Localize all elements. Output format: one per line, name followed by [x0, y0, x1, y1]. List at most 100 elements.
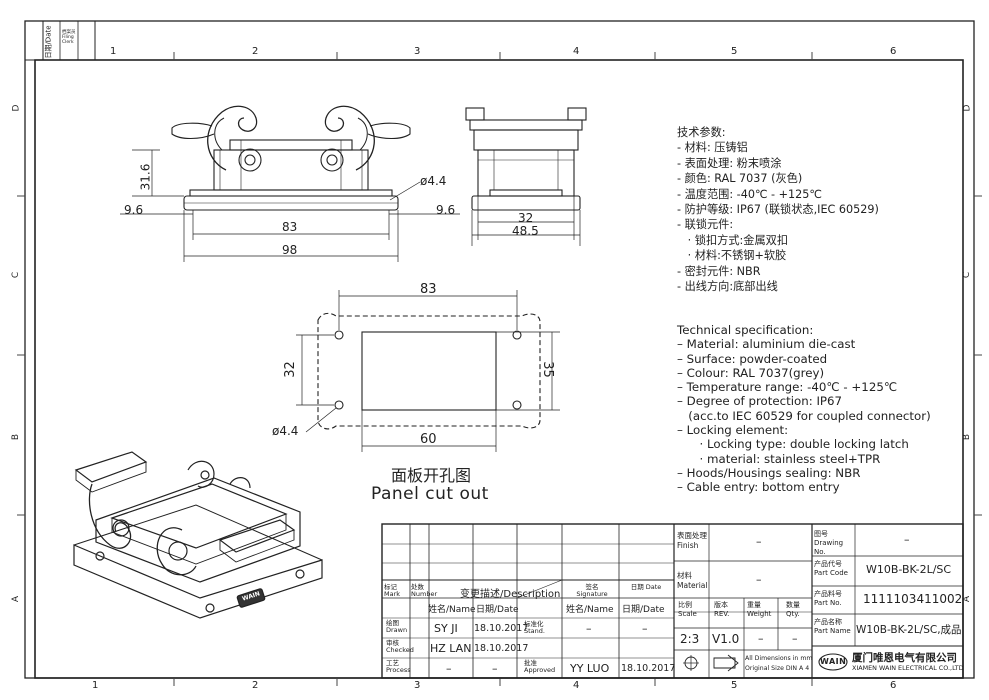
front-view — [120, 105, 460, 262]
material-value: – — [756, 573, 762, 586]
dim-48-5: 48.5 — [512, 224, 539, 238]
dim-32-side: 32 — [518, 211, 534, 225]
part-no-label: 产品料号 Part No. — [814, 590, 842, 607]
row-label-right-c: C — [962, 271, 973, 279]
spec-en-line: – Cable entry: bottom entry — [677, 480, 840, 495]
title-block-grid — [381, 523, 964, 679]
rev-date-header: 日期 Date — [630, 583, 662, 591]
col-label-5: 5 — [731, 46, 738, 57]
company-name-en: XIAMEN WAIN ELECTRICAL CO.,LTD — [852, 664, 964, 672]
iso-view — [73, 451, 323, 619]
filing-box — [42, 20, 96, 61]
spec-en-line: (acc.to IEC 60529 for coupled connector) — [677, 408, 931, 423]
col-label-4: 4 — [573, 46, 580, 57]
rev-name-header-2: 姓名/Name — [566, 605, 614, 615]
rev-date-col-header: 日期/Date — [476, 605, 519, 615]
spec-zh-line: - 密封元件: NBR — [677, 264, 761, 278]
side-view — [465, 107, 587, 246]
spec-en-line: – Temperature range: -40℃ - +125℃ — [677, 380, 898, 395]
rev-approved-label: 批准 Approved — [524, 659, 556, 674]
spec-zh-line: · 材料:不锈钢+软胶 — [677, 249, 787, 263]
dim-9-6-right: 9.6 — [436, 203, 456, 217]
col-label-bottom-2: 2 — [252, 680, 259, 691]
rev-label: 版本 REV. — [714, 601, 730, 618]
rev-drawn-label: 绘图 Drawn — [386, 619, 408, 634]
dim-d4-4-top: ø4.4 — [420, 174, 447, 188]
spec-en-line: · material: stainless steel+TPR — [677, 451, 881, 466]
rev-drawn-name: SY JI — [434, 622, 458, 635]
part-no-value: 1111103411002 — [863, 592, 963, 606]
col-label-bottom-1: 1 — [92, 680, 99, 691]
filing-date-label: 日期/Date — [44, 25, 53, 59]
spec-en-line: – Degree of protection: IP67 — [677, 394, 843, 409]
spec-en-line: – Material: aluminium die-cast — [677, 337, 856, 352]
row-label-c: C — [11, 271, 22, 279]
spec-en-line: – Hoods/Housings sealing: NBR — [677, 465, 861, 480]
spec-zh-line: - 温度范围: -40℃ - +125℃ — [677, 187, 822, 201]
spec-en-line: – Locking element: — [677, 423, 789, 438]
rev-approved-name: YY LUO — [570, 662, 610, 675]
row-label-right-a: A — [962, 595, 973, 603]
spec-zh-line: - 防护等级: IP67 (联锁状态,IEC 60529) — [677, 203, 879, 217]
dim-83-panel: 83 — [420, 282, 437, 297]
col-label-1: 1 — [110, 46, 117, 57]
part-code-value: W10B-BK-2L/SC — [866, 563, 952, 576]
rev-checked-date: 18.10.2017 — [474, 643, 529, 654]
rev-sign-header: 签名 Signature — [576, 583, 608, 598]
rev-process-label: 工艺 Process — [386, 659, 411, 674]
rev-stand-label: 标准化 Stand. — [524, 620, 545, 635]
qty-label: 数量 Qty. — [786, 601, 800, 618]
filing-clerk-label: 档案员 Filing Clerk — [62, 30, 76, 45]
finish-label: 表面处理 Finish — [677, 531, 707, 550]
company-logo: WAIN — [820, 657, 847, 666]
dim-98: 98 — [282, 243, 298, 257]
dim-60-panel: 60 — [420, 432, 437, 447]
rev-date-col-header-2: 日期/Date — [622, 605, 665, 615]
row-label-right-b: B — [962, 433, 973, 441]
spec-zh-line: - 联锁元件: — [677, 218, 734, 232]
panel-cutout — [296, 290, 560, 452]
rev-checked-label: 审核 Checked — [386, 639, 414, 654]
rev-checked-name: HZ LAN — [430, 642, 472, 655]
rev-value: V1.0 — [712, 632, 740, 646]
spec-zh-line: - 材料: 压铸铝 — [677, 141, 748, 155]
spec-zh-line: - 表面处理: 粉末喷涂 — [677, 156, 782, 170]
spec-en-line: · Locking type: double locking latch — [677, 437, 909, 452]
drawing-no-label: 图号 Drawing No. — [814, 530, 844, 556]
part-name-value: W10B-BK-2L/SC,成品 — [856, 624, 962, 636]
spec-zh-block: 技术参数: - 材料: 压铸铝 - 表面处理: 粉末喷涂 - 颜色: RAL 7… — [677, 125, 879, 294]
dim-note-1: All Dimensions in mm — [745, 655, 813, 662]
part-name-label: 产品名称 Part Name — [814, 618, 851, 635]
col-label-bottom-4: 4 — [573, 680, 580, 691]
rev-process-name: – — [446, 662, 452, 675]
col-label-bottom-6: 6 — [890, 680, 897, 691]
qty-value: – — [792, 632, 798, 645]
dim-83-top: 83 — [282, 220, 298, 234]
spec-zh-line: - 颜色: RAL 7037 (灰色) — [677, 172, 803, 186]
dim-d4-4-panel: ø4.4 — [272, 424, 299, 438]
dim-31-6: 31.6 — [138, 163, 153, 191]
rev-stand-name: – — [586, 622, 592, 635]
rev-mark-header: 标记 Mark — [384, 583, 401, 598]
dim-note-2: Original Size DIN A 4 — [745, 665, 810, 672]
row-label-b: B — [11, 433, 22, 441]
row-label-right-d: D — [962, 104, 973, 112]
spec-en-block: Technical specification: – Material: alu… — [677, 323, 931, 495]
dim-32-panel: 32 — [282, 361, 298, 378]
company-name-zh: 厦门唯恩电气有限公司 — [852, 652, 957, 664]
spec-zh-line: - 出线方向:底部出线 — [677, 280, 778, 294]
weight-label: 重量 Weight — [747, 601, 772, 618]
rev-drawn-date: 18.10.2017 — [474, 623, 529, 634]
rev-stand-date: – — [642, 622, 648, 635]
finish-value: – — [756, 535, 762, 548]
col-label-3: 3 — [414, 46, 421, 57]
spec-en-title: Technical specification: — [677, 323, 814, 337]
rev-name-header: 姓名/Name — [428, 605, 476, 615]
rev-desc-header: 变更描述/Description — [460, 589, 561, 600]
rev-process-date: – — [492, 662, 498, 675]
spec-zh-line: · 锁扣方式:金属双扣 — [677, 233, 789, 247]
dim-35-panel: 35 — [539, 361, 555, 378]
rev-number-header: 处数 Number — [411, 583, 438, 598]
column-ticks — [17, 52, 982, 686]
